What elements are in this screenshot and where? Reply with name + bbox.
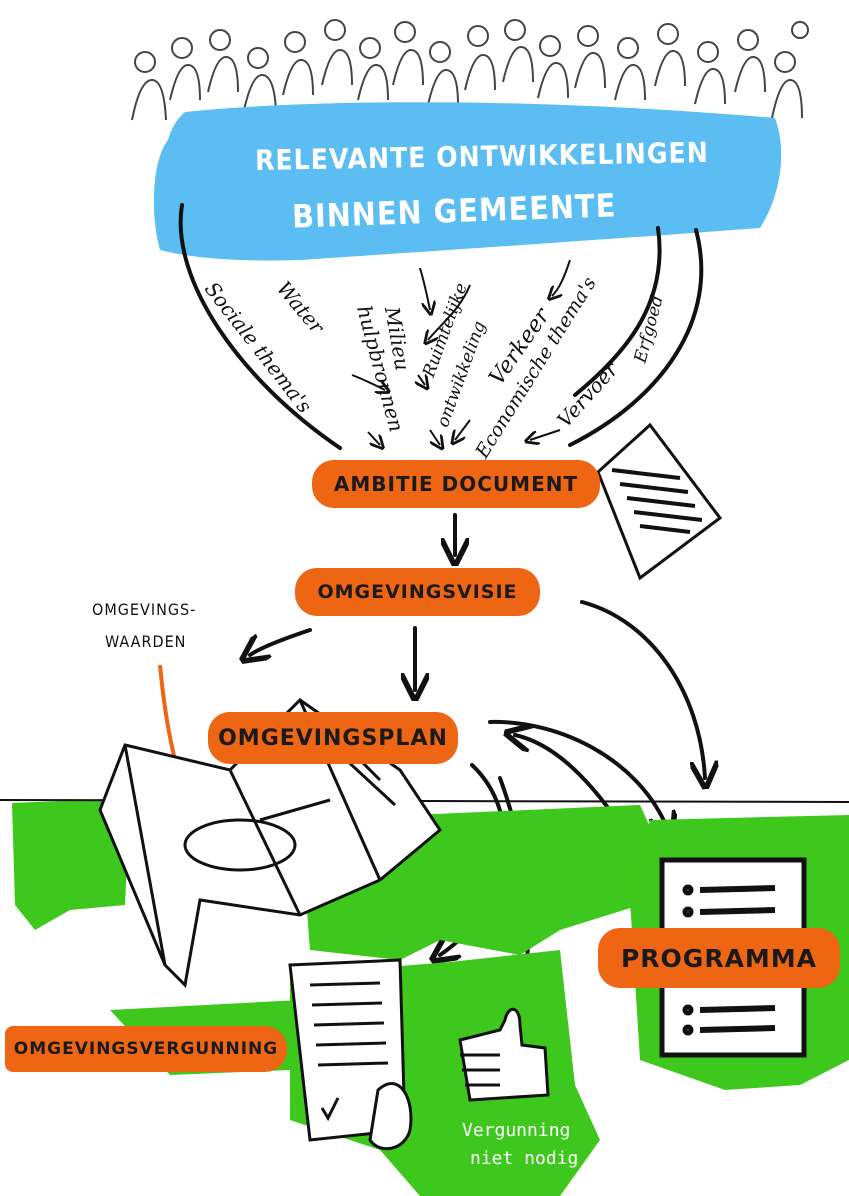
omgevingsplan-step: OMGEVINGSPLAN	[208, 712, 458, 764]
omgevingswaarden-line-1: OMGEVINGS-	[92, 600, 197, 619]
theme-arrows	[351, 259, 571, 445]
omgevingsvisie-step: OMGEVINGSVISIE	[295, 568, 540, 616]
omgevingsvergunning-step: OMGEVINGSVERGUNNING	[5, 1026, 287, 1072]
ambitie-document-step: AMBITIE DOCUMENT	[312, 460, 600, 508]
vergunning-document-illustration	[288, 958, 413, 1151]
programma-step: PROGRAMMA	[598, 928, 840, 988]
thumbs-up-illustration	[458, 1007, 550, 1102]
blue-banner	[153, 102, 782, 261]
vergunning-niet-nodig-line-1: Vergunning	[462, 1120, 571, 1141]
ambitie-document-illustration	[596, 422, 723, 581]
vergunning-niet-nodig-line-2: niet nodig	[470, 1148, 579, 1169]
omgevingsplan-map-illustration	[98, 698, 442, 989]
funnel-lines	[178, 203, 704, 450]
omgevingswaarden-line-2: WAARDEN	[105, 632, 187, 651]
crowd-sketch	[131, 19, 809, 121]
